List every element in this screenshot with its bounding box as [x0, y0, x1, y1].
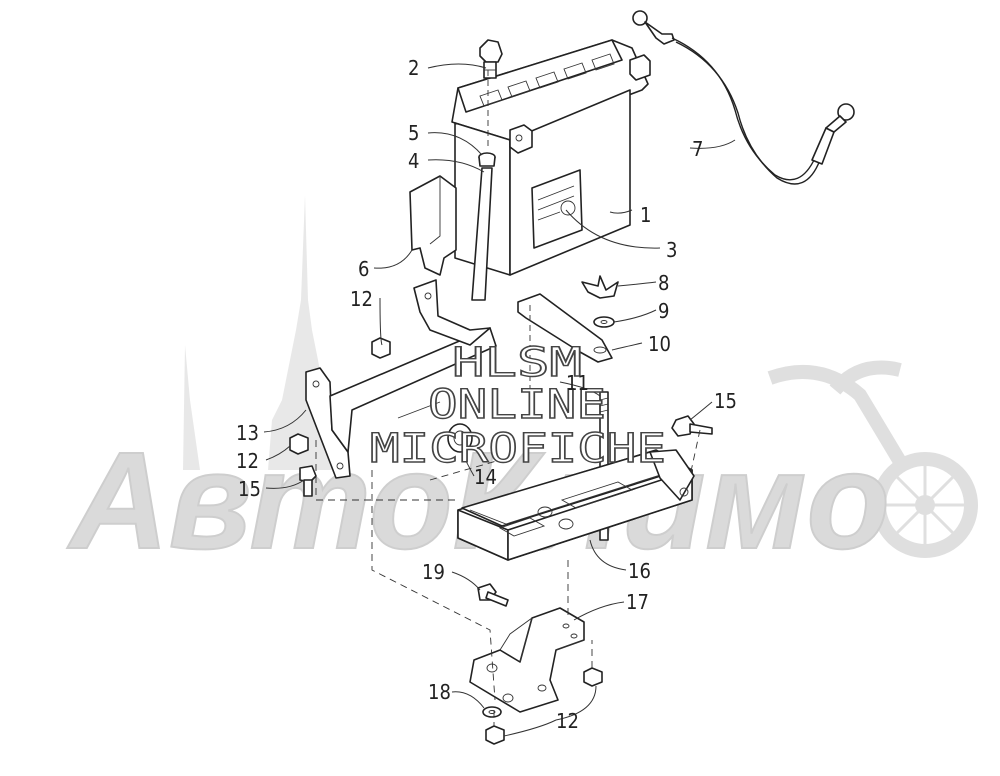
callout-12-bottom: 12	[556, 709, 579, 733]
nut-part-bottom	[485, 725, 505, 745]
hlsm-line1: HLSM	[452, 340, 582, 386]
callout-12-left: 12	[236, 449, 259, 473]
wing-nut-part	[581, 275, 619, 299]
callout-4: 4	[408, 149, 419, 173]
callout-14: 14	[474, 465, 497, 489]
lower-bracket-part	[469, 607, 585, 713]
battery-tray-part	[457, 449, 695, 561]
bolt-part-left	[299, 465, 317, 497]
washer-part-lower	[482, 706, 502, 718]
bolt-part-lower	[477, 583, 509, 607]
callout-7: 7	[692, 137, 703, 161]
callout-2: 2	[408, 56, 419, 80]
hold-down-strap-part	[517, 293, 613, 395]
callout-19: 19	[422, 560, 445, 584]
callout-8: 8	[658, 271, 669, 295]
hose-clamp-part	[478, 152, 496, 167]
callout-3: 3	[666, 238, 677, 262]
callouts: 1 2 3 4 5 6 7 8 9 10 11 12 12 12 13 14 1…	[236, 56, 737, 733]
callout-11: 11	[566, 371, 589, 395]
leader-lines	[263, 63, 736, 737]
terminal-cover-part	[409, 175, 457, 276]
battery-part	[451, 39, 651, 276]
washer-part	[593, 316, 615, 328]
grommet-part	[447, 423, 473, 453]
vent-cap-part	[479, 39, 503, 79]
vent-hose-part	[471, 70, 493, 301]
hlsm-watermark: HLSM ONLINE MICROFICHE	[369, 339, 666, 472]
callout-17: 17	[626, 590, 649, 614]
callout-18: 18	[428, 680, 451, 704]
bolt-part-right	[671, 415, 713, 437]
nut-part-left	[289, 433, 309, 455]
nut-part-upper	[371, 337, 391, 359]
callout-9: 9	[658, 299, 669, 323]
callout-13: 13	[236, 421, 259, 445]
nut-part-bottom-right	[583, 667, 603, 687]
callout-10: 10	[648, 332, 671, 356]
callout-6: 6	[358, 257, 369, 281]
hlsm-line3: MICROFICHE	[370, 426, 666, 472]
callout-15-left: 15	[238, 477, 261, 501]
watermark-brand-text: АвтоКлимо	[67, 424, 890, 578]
watermark-layer: АвтоКлимо	[66, 195, 978, 579]
hlsm-line2: ONLINE	[428, 382, 606, 428]
battery-label-part	[531, 169, 583, 249]
callout-16: 16	[628, 559, 651, 583]
callout-5: 5	[408, 121, 419, 145]
callout-12-upper: 12	[350, 287, 373, 311]
assembly-lines	[315, 429, 701, 726]
battery-cable-part	[632, 10, 855, 185]
callout-1: 1	[640, 203, 651, 227]
callout-15-right: 15	[714, 389, 737, 413]
side-bracket-part	[305, 279, 497, 479]
watermark-motorcycle-icon	[767, 360, 978, 558]
